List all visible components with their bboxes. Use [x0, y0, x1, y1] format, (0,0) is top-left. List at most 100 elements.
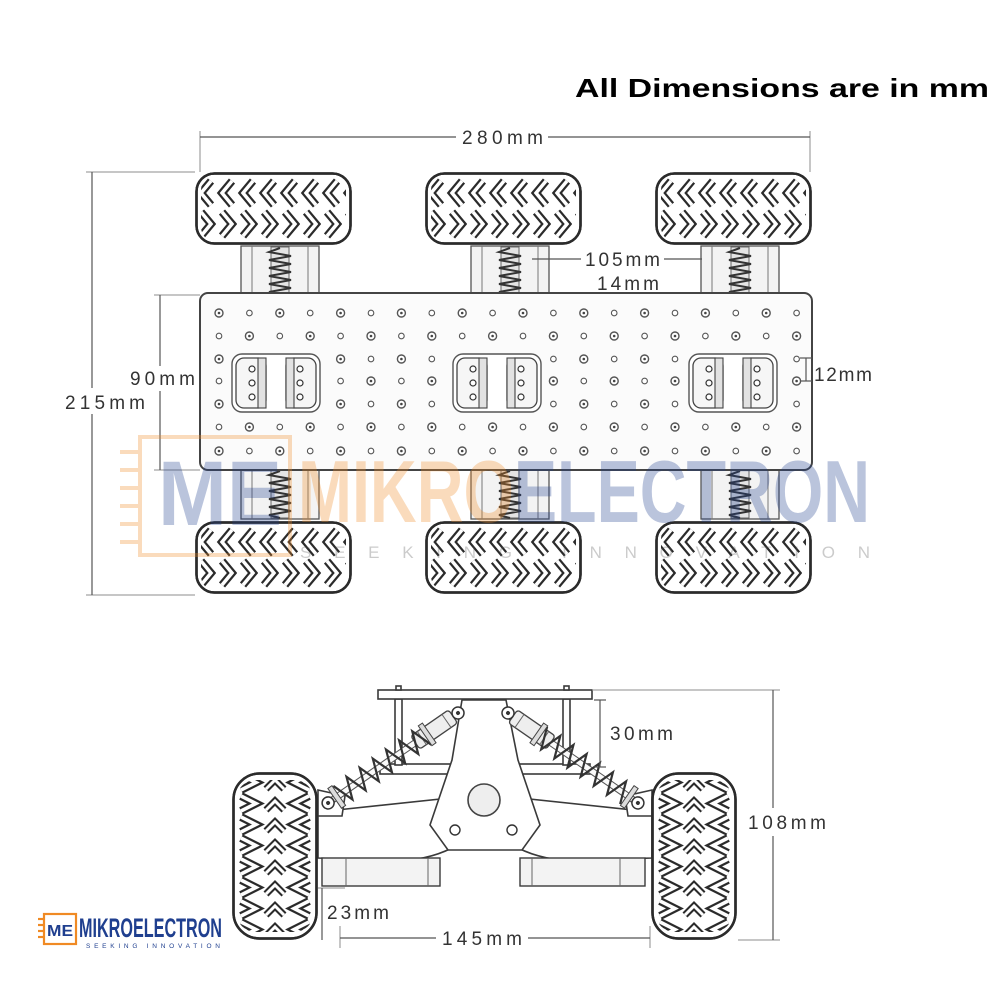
mounting-hole-center	[430, 334, 434, 338]
mounting-hole-center	[400, 357, 403, 361]
mounting-hole	[641, 423, 648, 431]
mounting-hole	[398, 332, 405, 340]
motor-mount	[452, 353, 542, 413]
mounting-hole-center	[734, 334, 738, 338]
center-hub	[467, 783, 501, 817]
front-view: 30mm 108mm 23mm 145mm	[232, 685, 826, 950]
dimension-label: 108mm	[748, 813, 826, 834]
brand-logo: ME MIKROELECTRON SEEKING INNOVATION	[38, 912, 222, 950]
dimension-label: 105mm	[585, 250, 660, 271]
mounting-hole-center	[704, 311, 707, 315]
mounting-hole	[428, 309, 436, 317]
mounting-hole-center	[248, 425, 251, 429]
right-motor	[519, 857, 646, 887]
dimension-height: 108mm	[592, 689, 826, 941]
wheel	[195, 172, 352, 245]
mounting-hole-center	[369, 334, 373, 338]
mounting-hole-center	[643, 449, 646, 453]
mounting-hole	[458, 423, 466, 431]
mounting-hole-center	[460, 311, 464, 315]
dimension-label: 14mm	[597, 274, 659, 295]
motor-mount	[688, 353, 778, 413]
dimension-clearance: 23mm	[318, 887, 389, 940]
left-wheel	[232, 772, 318, 940]
mounting-hole	[671, 400, 679, 408]
mounting-hole-center	[704, 449, 707, 453]
mounting-hole	[732, 447, 740, 455]
suspension-mount	[700, 245, 780, 297]
mounting-hole	[215, 423, 223, 431]
screw	[449, 824, 461, 836]
suspension-mount	[470, 245, 550, 297]
mounting-hole	[580, 423, 588, 431]
mounting-hole-center	[278, 311, 282, 315]
watermark-chip-icon	[120, 435, 292, 557]
mounting-hole-center	[400, 402, 403, 406]
mounting-hole	[519, 423, 527, 431]
mounting-hole-center	[582, 357, 586, 361]
suspension-mount	[240, 245, 320, 297]
dimension-label: 145mm	[442, 929, 522, 950]
mounting-hole-center	[369, 379, 373, 383]
standoff-cap	[563, 685, 570, 691]
left-motor	[321, 857, 441, 887]
mounting-hole	[367, 309, 375, 317]
mounting-hole-center	[643, 357, 646, 361]
mounting-hole-center	[491, 334, 494, 338]
mounting-hole-center	[673, 379, 677, 383]
screw	[506, 824, 518, 836]
wheel	[425, 172, 582, 245]
mounting-hole	[641, 332, 648, 340]
mounting-hole	[276, 423, 284, 431]
mounting-hole	[580, 377, 588, 385]
mounting-hole	[610, 309, 618, 317]
mounting-hole	[337, 377, 344, 385]
mounting-hole-center	[643, 402, 646, 406]
mounting-hole	[306, 447, 314, 455]
mounting-hole-center	[552, 334, 555, 338]
mounting-hole-center	[430, 425, 434, 429]
mounting-hole	[671, 447, 679, 455]
motor-mounts	[231, 353, 778, 413]
logo-tagline: SEEKING INNOVATION	[86, 943, 220, 950]
mounting-hole-center	[521, 449, 525, 453]
mounting-hole	[550, 447, 557, 455]
mounting-holes	[214, 308, 802, 456]
mounting-hole-center	[734, 425, 738, 429]
logo-mark: ME	[47, 923, 73, 940]
mounting-hole-center	[217, 402, 221, 406]
chip-logo-icon	[38, 912, 78, 946]
mounting-hole	[550, 400, 557, 408]
suspension-mounts-top	[240, 245, 780, 297]
mounting-hole	[732, 309, 740, 317]
mounting-hole-center	[673, 334, 677, 338]
mounting-hole-center	[217, 357, 221, 361]
mounting-hole-center	[400, 311, 403, 315]
mounting-hole-center	[308, 334, 312, 338]
dimension-margin: 12mm	[800, 357, 872, 386]
dimension-width: 215mm	[65, 171, 195, 596]
mounting-hole	[367, 355, 375, 363]
mounting-hole	[458, 332, 466, 340]
mounting-hole-center	[400, 449, 403, 453]
dimension-label: 30mm	[610, 724, 673, 745]
mounting-hole-center	[491, 425, 494, 429]
mounting-hole	[793, 447, 800, 455]
standoff-cap	[395, 685, 402, 691]
watermark: ME MIKROELECTRON SEEKING INNOVATION	[120, 435, 870, 562]
dimension-label: 215mm	[65, 393, 145, 414]
dimension-offset: 14mm	[597, 274, 659, 295]
wheels-upper-row	[195, 172, 812, 245]
mounting-hole-center	[460, 449, 464, 453]
mounting-hole	[398, 377, 405, 385]
right-wheel	[651, 772, 737, 940]
mounting-hole	[610, 355, 618, 363]
mounting-hole-center	[582, 402, 586, 406]
dimension-spacing: 105mm	[532, 250, 702, 271]
mounting-hole-center	[795, 379, 798, 383]
mounting-hole	[489, 447, 496, 455]
dimension-label: 12mm	[814, 365, 872, 386]
dimension-plate-width: 90mm	[130, 294, 200, 471]
mounting-hole-center	[339, 449, 342, 453]
